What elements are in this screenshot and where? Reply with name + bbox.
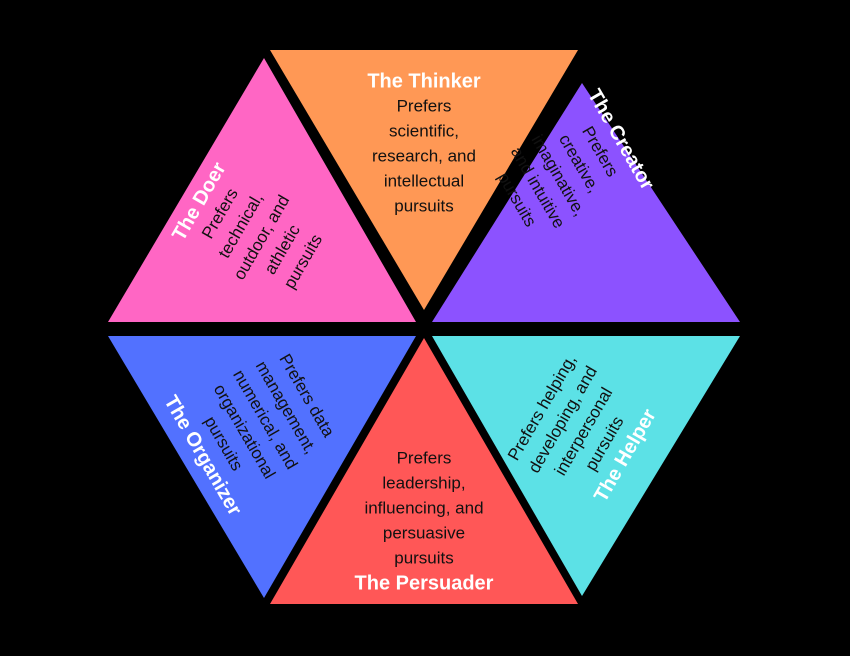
thinker-desc-line: Prefers xyxy=(397,96,452,115)
persuader-text-group: Prefers leadership, influencing, and persua… xyxy=(355,448,494,594)
organizer-triangle xyxy=(108,336,416,598)
persuader-desc-line: leadership, xyxy=(382,473,465,492)
helper-triangle xyxy=(432,336,740,596)
persuader-desc-line: Prefers xyxy=(397,448,452,467)
segment-helper: Prefers helping,developing, andinterpers… xyxy=(432,336,740,596)
persuader-desc-line: persuasive xyxy=(383,523,465,542)
thinker-desc-line: scientific, xyxy=(389,121,459,140)
thinker-desc-line: pursuits xyxy=(394,196,454,215)
thinker-desc-line: intellectual xyxy=(384,171,464,190)
persuader-desc-line: influencing, and xyxy=(364,498,483,517)
thinker-triangle xyxy=(270,50,578,310)
doer-triangle xyxy=(108,58,416,322)
thinker-desc-line: research, and xyxy=(372,146,476,165)
persuader-title: The Persuader xyxy=(355,572,494,594)
persuader-triangle xyxy=(270,338,578,604)
creator-triangle xyxy=(432,83,740,322)
persuader-desc-line: pursuits xyxy=(394,548,454,567)
segment-persuader: Prefers leadership, influencing, and persua… xyxy=(270,338,578,604)
thinker-title: The Thinker xyxy=(367,70,481,92)
